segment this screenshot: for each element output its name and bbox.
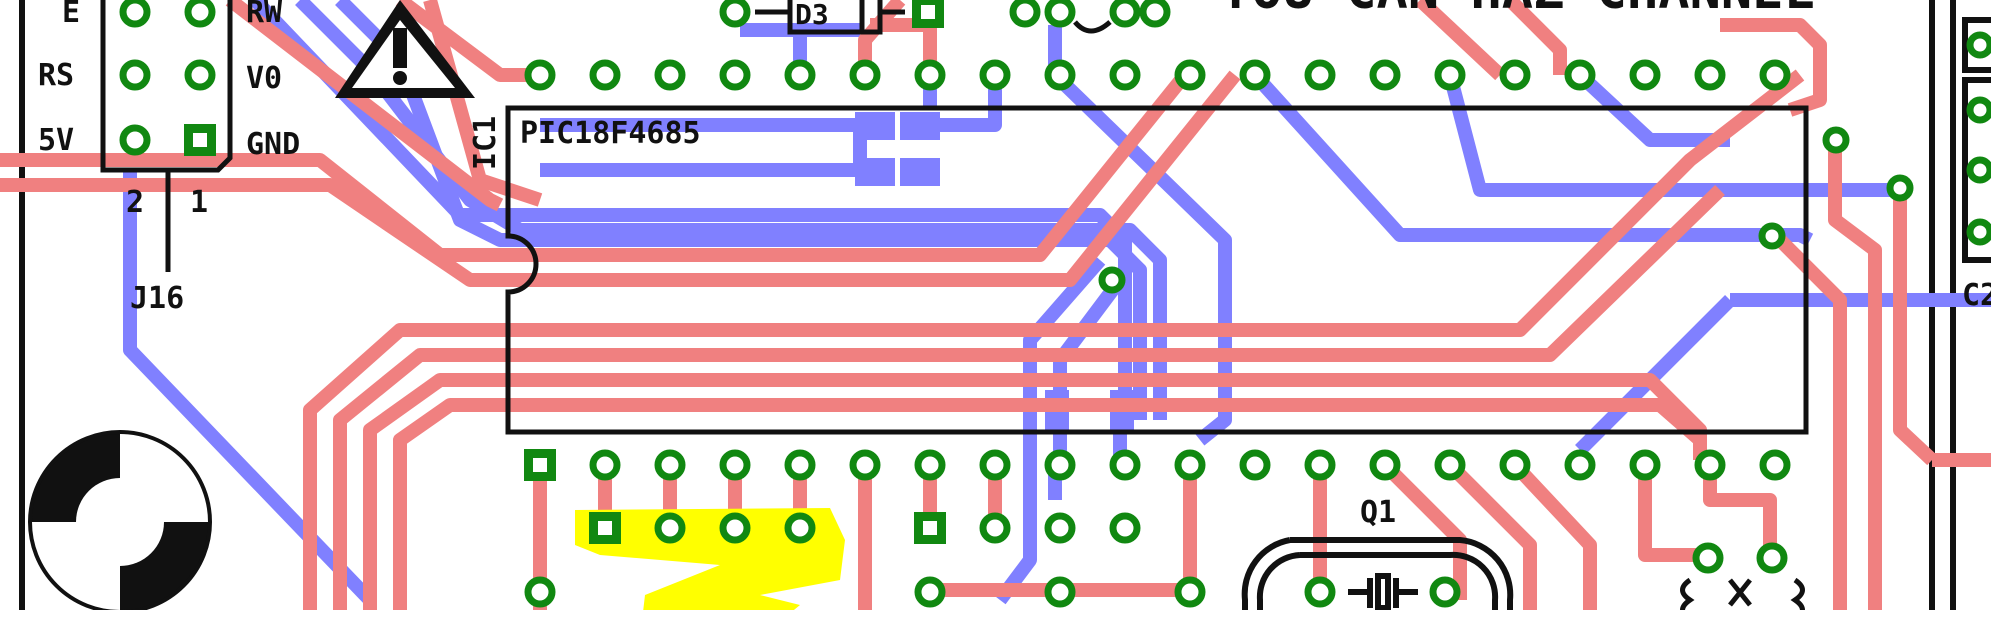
fiducial-target-icon (28, 430, 212, 614)
header-label-v0: V0 (246, 61, 282, 96)
warning-triangle-icon (335, 0, 475, 98)
header-label-e: E (62, 0, 80, 30)
header-label-rw: RW (246, 0, 283, 30)
edge-ref-label: C2 (1962, 278, 1991, 313)
silkscreen-labels: E RS 5V RW V0 GND 2 1 J16 IC1 PIC18F4685… (38, 0, 1991, 530)
crystal-ref-label: Q1 (1360, 495, 1396, 530)
q1-crystal-outline (1241, 537, 1514, 638)
connector-row-left (589, 512, 816, 544)
ic1-bottom-pin-row (524, 449, 1791, 481)
misc-pads (524, 0, 1991, 608)
header-label-5v: 5V (38, 123, 74, 158)
d3-diode-outline (755, 0, 905, 35)
header-pin-number-1: 1 (190, 185, 208, 220)
bottom-margin (0, 610, 1991, 638)
ic1-outline (505, 105, 1809, 435)
bottom-copper-smd-pads (855, 112, 1134, 430)
ic1-top-pin-row (524, 59, 1791, 91)
header-label-rs: RS (38, 58, 74, 93)
ic-part-label: PIC18F4685 (520, 116, 701, 151)
connector-row-right (914, 512, 1141, 544)
ic-ref-label: IC1 (468, 116, 503, 170)
yellow-highlight-mark (575, 508, 845, 638)
partial-heading-text: YOU CAN HAZ CHANNEL (1220, 0, 1815, 21)
diode-ref-label: D3 (795, 0, 829, 31)
j16-header-outline (100, 0, 233, 272)
resistor-symbol (1073, 20, 1112, 34)
j16-header-pads (119, 0, 216, 156)
header-ref-j16: J16 (130, 281, 184, 316)
header-pin-number-2: 2 (126, 185, 144, 220)
header-label-gnd: GND (246, 127, 300, 162)
